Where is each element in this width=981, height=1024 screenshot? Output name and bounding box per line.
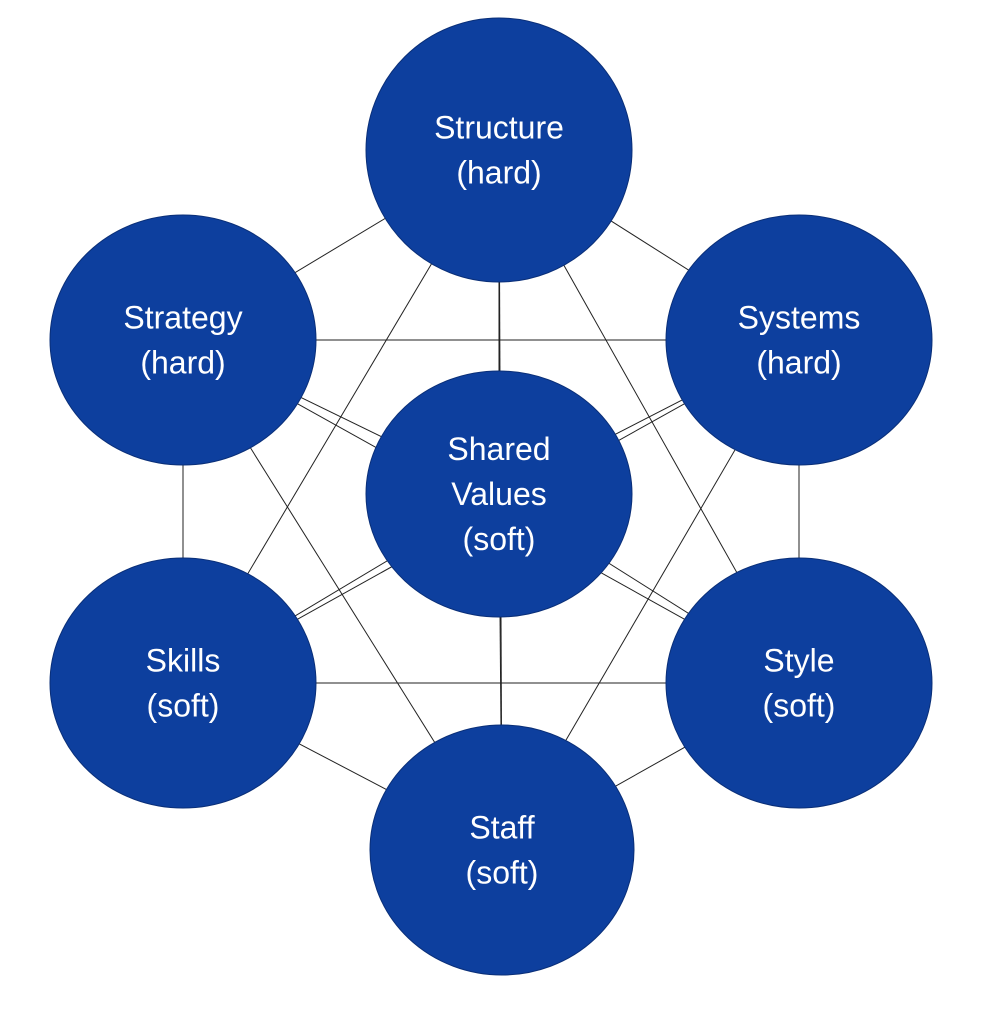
node-label: (soft) — [466, 855, 539, 891]
node-circle — [365, 370, 633, 618]
node-label: Skills — [146, 643, 221, 679]
node-label: (soft) — [147, 688, 220, 724]
node-label: Shared — [447, 431, 550, 467]
node-circle — [49, 557, 317, 809]
node-label: (soft) — [763, 688, 836, 724]
node-circle — [365, 17, 633, 283]
node-label: (hard) — [756, 345, 841, 381]
node-circle — [49, 214, 317, 466]
node-label: (hard) — [140, 345, 225, 381]
node-label: Style — [763, 643, 834, 679]
node-style: Style (soft) — [665, 557, 933, 809]
node-label: (hard) — [456, 155, 541, 191]
node-systems: Systems (hard) — [665, 214, 933, 466]
node-circle — [665, 557, 933, 809]
node-label: Strategy — [123, 300, 242, 336]
node-label: Staff — [469, 810, 534, 846]
node-circle — [369, 724, 635, 976]
node-circle — [665, 214, 933, 466]
node-structure: Structure (hard) — [365, 17, 633, 283]
node-label: Systems — [738, 300, 861, 336]
node-strategy: Strategy (hard) — [49, 214, 317, 466]
node-skills: Skills (soft) — [49, 557, 317, 809]
node-staff: Staff (soft) — [369, 724, 635, 976]
node-label: (soft) — [463, 521, 536, 557]
node-label: Values — [451, 476, 546, 512]
nodes: Structure (hard) Strategy (hard) Systems (har… — [49, 17, 933, 976]
node-label: Structure — [434, 110, 564, 146]
